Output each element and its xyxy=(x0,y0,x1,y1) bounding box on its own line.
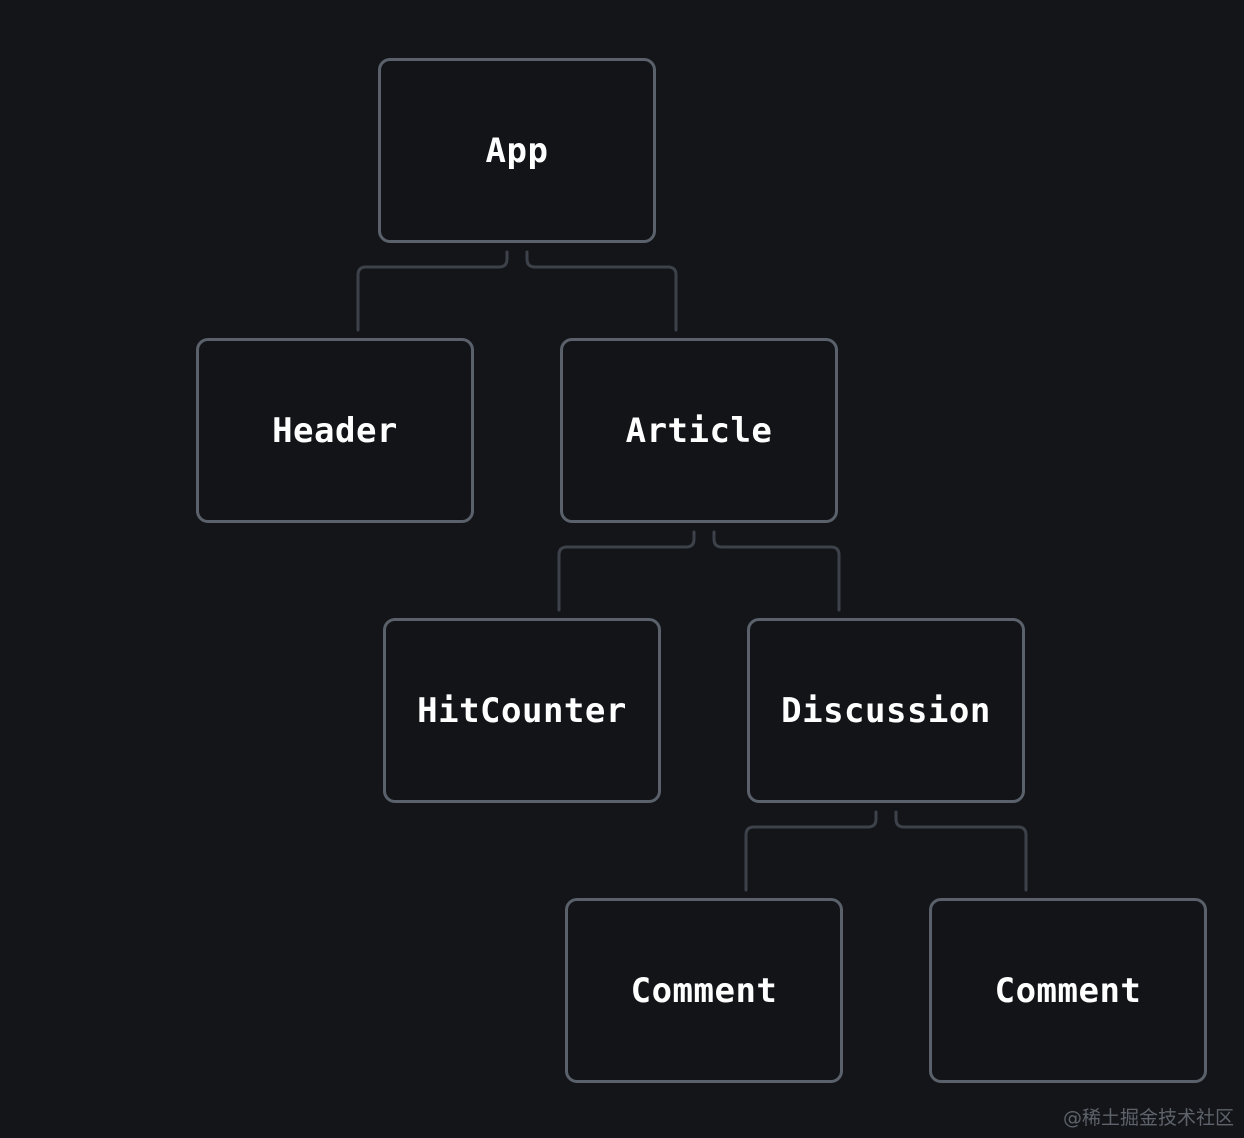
connector-discussion-comment-2 xyxy=(894,810,1028,892)
node-header-label: Header xyxy=(272,410,398,451)
connector-article-hitcounter xyxy=(557,530,696,612)
node-comment-1: Comment xyxy=(565,898,843,1083)
connector-article-discussion xyxy=(712,530,841,612)
node-header: Header xyxy=(196,338,474,523)
node-comment-1-label: Comment xyxy=(630,970,778,1011)
node-app-label: App xyxy=(485,130,549,171)
node-article-label: Article xyxy=(625,410,773,451)
node-article: Article xyxy=(560,338,838,523)
node-hitcounter: HitCounter xyxy=(383,618,661,803)
node-hitcounter-label: HitCounter xyxy=(417,690,627,731)
node-discussion-label: Discussion xyxy=(781,690,991,731)
connector-discussion-comment-1 xyxy=(744,810,878,892)
node-comment-2: Comment xyxy=(929,898,1207,1083)
connector-app-header xyxy=(356,250,509,332)
node-app: App xyxy=(378,58,656,243)
node-discussion: Discussion xyxy=(747,618,1025,803)
node-comment-2-label: Comment xyxy=(994,970,1142,1011)
connector-app-article xyxy=(525,250,678,332)
watermark: @稀土掘金技术社区 xyxy=(1062,1107,1234,1129)
